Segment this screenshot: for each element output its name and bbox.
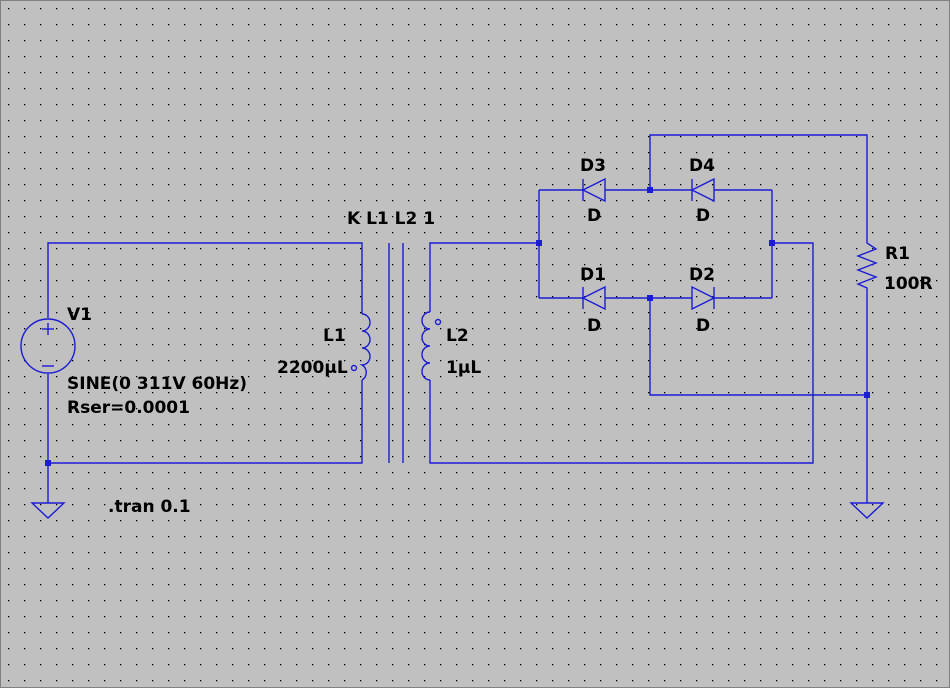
d1-name[interactable]: D1 xyxy=(580,265,606,285)
junction-dot xyxy=(769,240,775,246)
diode-d3[interactable] xyxy=(581,177,606,203)
ground-icon[interactable] xyxy=(849,502,885,519)
diode-d2[interactable] xyxy=(691,285,716,311)
d3-model[interactable]: D xyxy=(587,206,601,226)
wire-l2-bottom[interactable] xyxy=(429,242,814,464)
l1-value[interactable]: 2200µL xyxy=(277,358,348,378)
junction-dot xyxy=(647,295,653,301)
junction-dot xyxy=(536,240,542,246)
inductor-l1[interactable] xyxy=(350,312,371,381)
diode-d1[interactable] xyxy=(581,285,606,311)
l2-name[interactable]: L2 xyxy=(446,326,469,346)
ground-icon[interactable] xyxy=(30,502,66,519)
phase-dot-icon xyxy=(434,318,442,326)
diode-triangle-icon xyxy=(690,177,715,203)
coupling-directive[interactable]: K L1 L2 1 xyxy=(347,209,435,229)
voltage-source-icon xyxy=(20,318,76,374)
wire-l2-top[interactable] xyxy=(429,242,539,312)
resistor-zigzag-icon xyxy=(856,235,878,292)
r1-name[interactable]: R1 xyxy=(885,244,910,264)
diode-triangle-icon xyxy=(691,285,716,311)
d1-model[interactable]: D xyxy=(587,316,601,336)
tran-directive[interactable]: .tran 0.1 xyxy=(108,497,191,517)
d2-name[interactable]: D2 xyxy=(689,265,715,285)
v1-value-line2[interactable]: Rser=0.0001 xyxy=(67,398,190,418)
wires[interactable] xyxy=(47,134,868,503)
wire-out-negative[interactable] xyxy=(649,298,867,396)
wire-out-positive[interactable] xyxy=(649,134,868,235)
voltage-source-v1[interactable] xyxy=(20,318,76,374)
d4-name[interactable]: D4 xyxy=(689,156,715,176)
inductor-l2[interactable] xyxy=(421,311,442,381)
junction-dot xyxy=(45,460,51,466)
junctions xyxy=(45,187,870,466)
coil-icon xyxy=(421,311,431,381)
l1-name[interactable]: L1 xyxy=(323,326,346,346)
v1-name[interactable]: V1 xyxy=(67,305,92,325)
d2-model[interactable]: D xyxy=(696,316,710,336)
phase-dot-icon xyxy=(350,364,358,372)
transformer-core xyxy=(388,243,404,463)
junction-dot xyxy=(647,187,653,193)
diode-d4[interactable] xyxy=(690,177,715,203)
diode-triangle-icon xyxy=(581,177,606,203)
coil-icon xyxy=(359,313,371,381)
l2-value[interactable]: 1µL xyxy=(446,358,481,378)
d4-model[interactable]: D xyxy=(696,206,710,226)
resistor-r1[interactable] xyxy=(856,235,878,292)
wire-v1-bottom[interactable] xyxy=(47,374,363,464)
wire-v1-top[interactable] xyxy=(47,242,363,318)
v1-value-line1[interactable]: SINE(0 311V 60Hz) xyxy=(67,374,247,394)
d3-name[interactable]: D3 xyxy=(580,156,606,176)
diode-triangle-icon xyxy=(581,285,606,311)
r1-value[interactable]: 100R xyxy=(884,274,933,294)
junction-dot xyxy=(864,392,870,398)
